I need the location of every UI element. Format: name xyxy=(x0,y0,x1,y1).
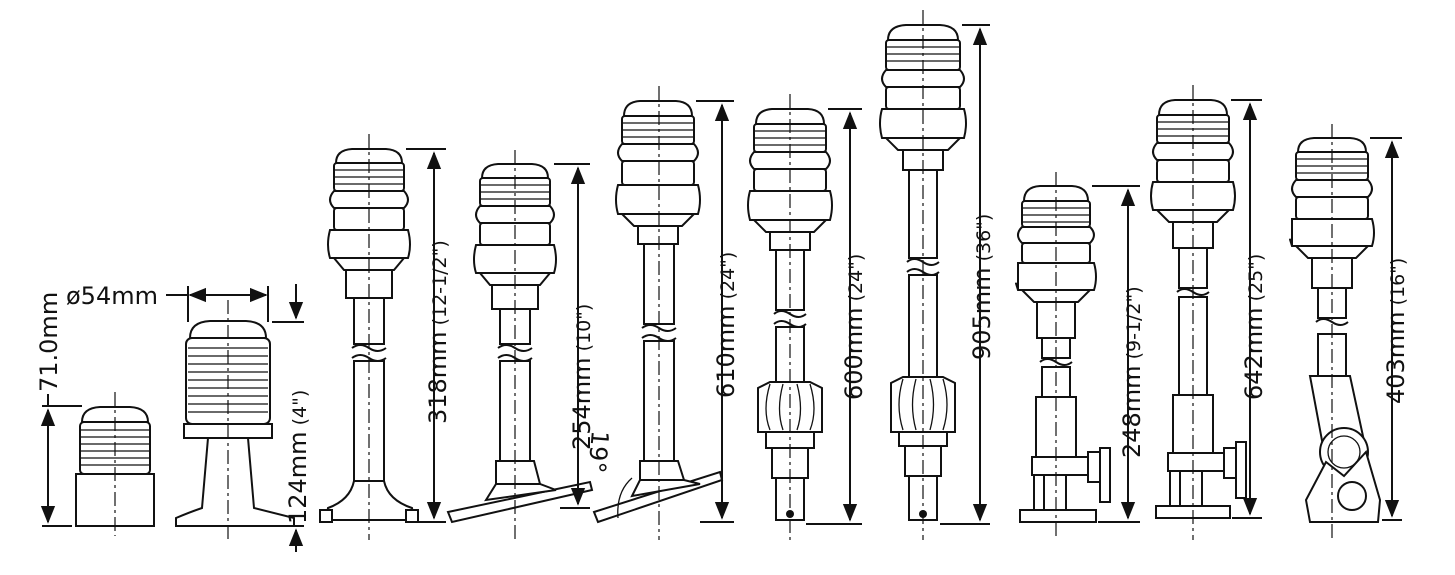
height-label: 71.0mm xyxy=(35,292,63,392)
variant-plug-in-pole-long: 905mm (36") xyxy=(879,10,996,540)
height-label: 248mm (9-1/2") xyxy=(1118,286,1146,458)
height-mm: 403mm xyxy=(1382,311,1410,404)
variant-pole-base-mount: 318mm (12-1/2") xyxy=(319,134,452,540)
height-inch: (9-1/2") xyxy=(1123,286,1145,359)
height-label: 600mm (24") xyxy=(840,254,868,400)
height-mm: 610mm xyxy=(712,305,740,398)
height-mm: 254mm xyxy=(568,357,596,450)
height-mm: 124mm xyxy=(284,431,312,524)
height-mm: 905mm xyxy=(968,267,996,360)
angle-label: 19° xyxy=(582,429,614,474)
variant-angled-base-mount: 254mm (10") xyxy=(446,150,596,540)
height-mm: 318mm xyxy=(424,331,452,424)
variant-clamp-pole-long: 642mm (25") xyxy=(1150,85,1268,540)
height-label: 905mm (36") xyxy=(968,214,996,360)
variant-clamp-pole: 248mm (9-1/2") xyxy=(1015,172,1146,540)
height-mm: 600mm xyxy=(840,307,868,400)
variant-plug-in-pole: 600mm (24") xyxy=(747,94,868,540)
light-head xyxy=(615,100,701,245)
variant-swivel-pole: 403mm (16") xyxy=(1289,124,1410,540)
height-inch: (36") xyxy=(973,214,995,262)
height-inch: (24") xyxy=(845,254,867,302)
height-mm: 248mm xyxy=(1118,365,1146,458)
height-label: 403mm (16") xyxy=(1382,258,1410,404)
variant-flush-mount: 71.0mm xyxy=(35,292,155,536)
height-label: 124mm (4") xyxy=(284,390,312,524)
height-label: 642mm (25") xyxy=(1240,254,1268,400)
diameter-label: ø54mm xyxy=(66,282,158,310)
variant-base-mount: ø54mm 124mm (4") xyxy=(66,282,312,552)
height-inch: (24") xyxy=(717,252,739,300)
height-inch: (10") xyxy=(573,304,595,352)
light-head xyxy=(175,320,295,527)
height-label: 610mm (24") xyxy=(712,252,740,398)
height-mm: 642mm xyxy=(1240,307,1268,400)
height-label: 254mm (10") xyxy=(568,304,596,450)
height-inch: (16") xyxy=(1387,258,1409,306)
height-inch: (25") xyxy=(1245,254,1267,302)
height-inch: (12-1/2") xyxy=(429,240,451,325)
height-inch: (4") xyxy=(289,390,311,426)
height-label: 318mm (12-1/2") xyxy=(424,240,452,424)
light-head xyxy=(473,163,557,310)
variant-angled-base-mount-long: 19° 610mm (24") xyxy=(582,86,740,540)
